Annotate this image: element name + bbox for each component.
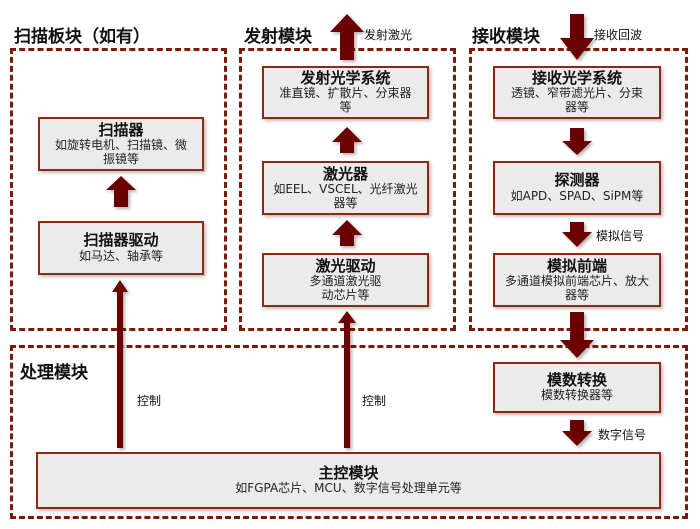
receive-section-title: 接收模块 <box>472 27 540 47</box>
scanner-driver-title: 扫描器驱动 <box>83 231 159 250</box>
receive-optics-desc: 透镜、窄带滤光片、分束器等 <box>510 86 643 115</box>
laser-desc: 如EEL、VSCEL、光纤激光器等 <box>273 181 418 210</box>
scanner-driver-desc: 如马达、轴承等 <box>78 248 163 263</box>
control-scan-label: 控制 <box>137 394 162 408</box>
scanner-driver-box: 扫描器驱动 如马达、轴承等 <box>38 221 204 275</box>
emit-laser-label: 发射激光 <box>364 28 413 42</box>
main-control-box: 主控模块 如FGPA芯片、MCU、数字信号处理单元等 <box>36 452 661 509</box>
emit-optics-box: 发射光学系统 准直镜、扩散片、分束器等 <box>262 66 429 119</box>
laser-driver-desc: 多通道激光驱动芯片等 <box>309 273 382 302</box>
analog-frontend-box: 模拟前端 多通道模拟前端芯片、放大器等 <box>493 253 661 307</box>
processing-section-title: 处理模块 <box>20 363 88 383</box>
receive-optics-title: 接收光学系统 <box>531 69 622 88</box>
laser-driver-title: 激光驱动 <box>315 256 376 275</box>
scan-section <box>10 48 227 331</box>
control-laser-label: 控制 <box>362 394 387 408</box>
scan-section-title: 扫描板块（如有） <box>14 27 150 47</box>
analog-frontend-title: 模拟前端 <box>546 256 607 275</box>
detector-desc: 如APD、SPAD、SiPM等 <box>510 188 644 203</box>
adc-title: 模数转换 <box>546 370 607 389</box>
detector-title: 探测器 <box>554 171 600 190</box>
emit-optics-title: 发射光学系统 <box>300 69 391 88</box>
analog-signal-label: 模拟信号 <box>596 229 645 243</box>
laser-box: 激光器 如EEL、VSCEL、光纤激光器等 <box>262 161 429 215</box>
emit-optics-desc: 准直镜、扩散片、分束器等 <box>279 86 412 115</box>
main-control-desc: 如FGPA芯片、MCU、数字信号处理单元等 <box>235 481 462 496</box>
adc-desc: 模数转换器等 <box>540 388 613 403</box>
laser-title: 激光器 <box>322 164 368 183</box>
scanner-box: 扫描器 如旋转电机、扫描镜、微振镜等 <box>38 117 204 171</box>
scanner-title: 扫描器 <box>98 120 144 139</box>
receive-optics-box: 接收光学系统 透镜、窄带滤光片、分束器等 <box>493 66 661 119</box>
adc-box: 模数转换 模数转换器等 <box>493 362 661 413</box>
detector-box: 探测器 如APD、SPAD、SiPM等 <box>493 161 661 215</box>
laser-driver-box: 激光驱动 多通道激光驱动芯片等 <box>262 253 429 307</box>
receive-echo-label: 接收回波 <box>594 28 643 42</box>
main-control-title: 主控模块 <box>318 463 379 482</box>
scanner-desc: 如旋转电机、扫描镜、微振镜等 <box>54 137 187 166</box>
emit-section-title: 发射模块 <box>244 27 312 47</box>
analog-frontend-desc: 多通道模拟前端芯片、放大器等 <box>504 273 649 302</box>
digital-signal-label: 数字信号 <box>598 428 647 442</box>
